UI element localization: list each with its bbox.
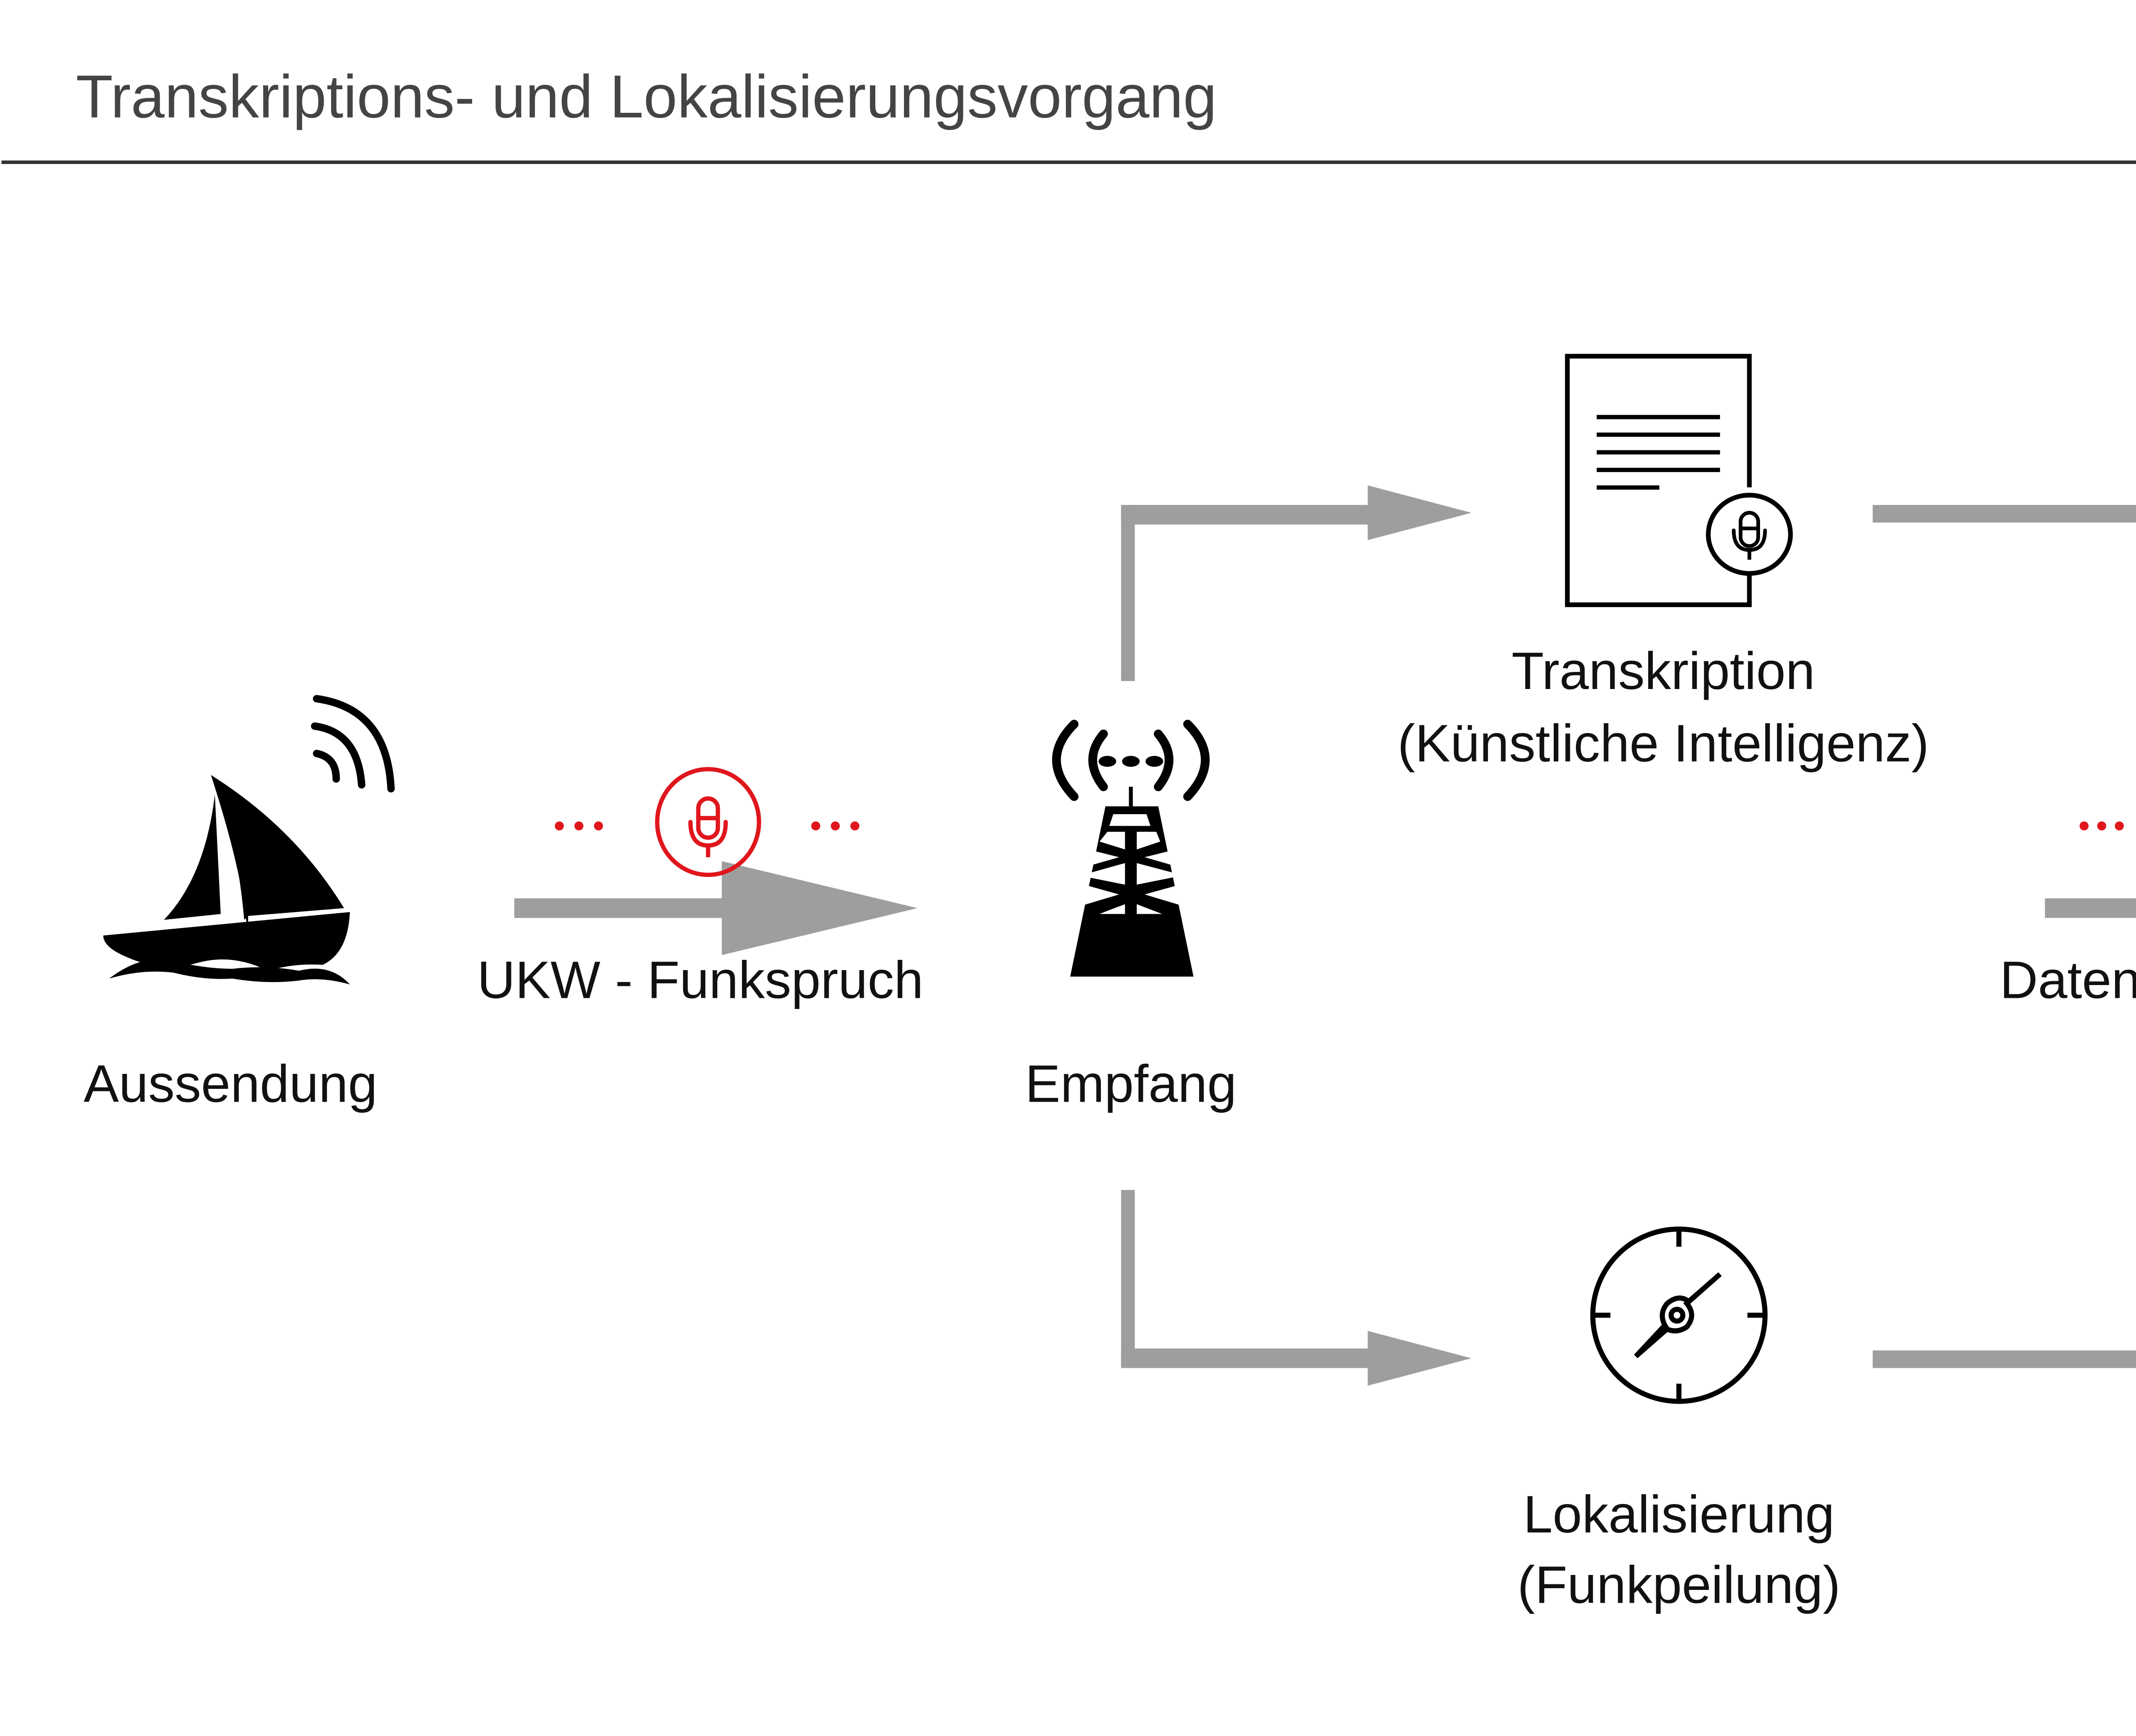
- sailboat-icon: [103, 775, 350, 985]
- node-empfang: Empfang: [1025, 719, 1237, 1114]
- title-rule: [1, 160, 2136, 164]
- signal-waves-icon: [311, 695, 395, 793]
- edge-datenaufbereitung-label: Datenaufbereitung: [2000, 951, 2136, 1010]
- dots-left-icon: [2079, 821, 2124, 831]
- edge-funkspruch: UKW - Funkspruch: [477, 767, 924, 1010]
- compass-icon: [1590, 1226, 1768, 1404]
- radio-tower-icon: [1052, 719, 1210, 977]
- microphone-circle-icon: [655, 767, 761, 877]
- arrow-aussendung-empfang: [514, 861, 918, 955]
- arrow-empfang-lokalisierung: [1121, 1190, 1472, 1386]
- flow-arrows: [514, 485, 2136, 1386]
- arrow-empfang-transkription: [1121, 485, 1472, 681]
- document-microphone-icon: [1565, 354, 1793, 607]
- node-aussendung: Aussendung: [84, 695, 395, 1114]
- arrow-transkription-datenaufbereitung: [1872, 505, 2136, 523]
- edge-datenaufbereitung: Datenaufbereitung: [2000, 821, 2136, 1010]
- node-transkription-label-1: Transkription: [1511, 642, 1815, 701]
- node-empfang-label: Empfang: [1025, 1055, 1237, 1114]
- dots-left-icon: [555, 821, 603, 831]
- node-lokalisierung-label-1: Lokalisierung: [1523, 1485, 1835, 1544]
- edge-funkspruch-label: UKW - Funkspruch: [477, 951, 924, 1010]
- node-lokalisierung: Lokalisierung (Funkpeilung): [1517, 1226, 1840, 1614]
- diagram-title: Transkriptions- und Lokalisierungsvorgan…: [76, 63, 1217, 131]
- node-aussendung-label: Aussendung: [84, 1055, 378, 1114]
- dots-right-icon: [811, 821, 860, 831]
- node-transkription: Transkription (Künstliche Intelligenz): [1397, 354, 1929, 773]
- arrow-datenaufbereitung-visualisierung: [2045, 898, 2136, 918]
- node-transkription-label-2: (Künstliche Intelligenz): [1397, 714, 1929, 773]
- arrow-lokalisierung-datenaufbereitung: [1872, 1350, 2136, 1368]
- node-lokalisierung-label-2: (Funkpeilung): [1517, 1555, 1840, 1614]
